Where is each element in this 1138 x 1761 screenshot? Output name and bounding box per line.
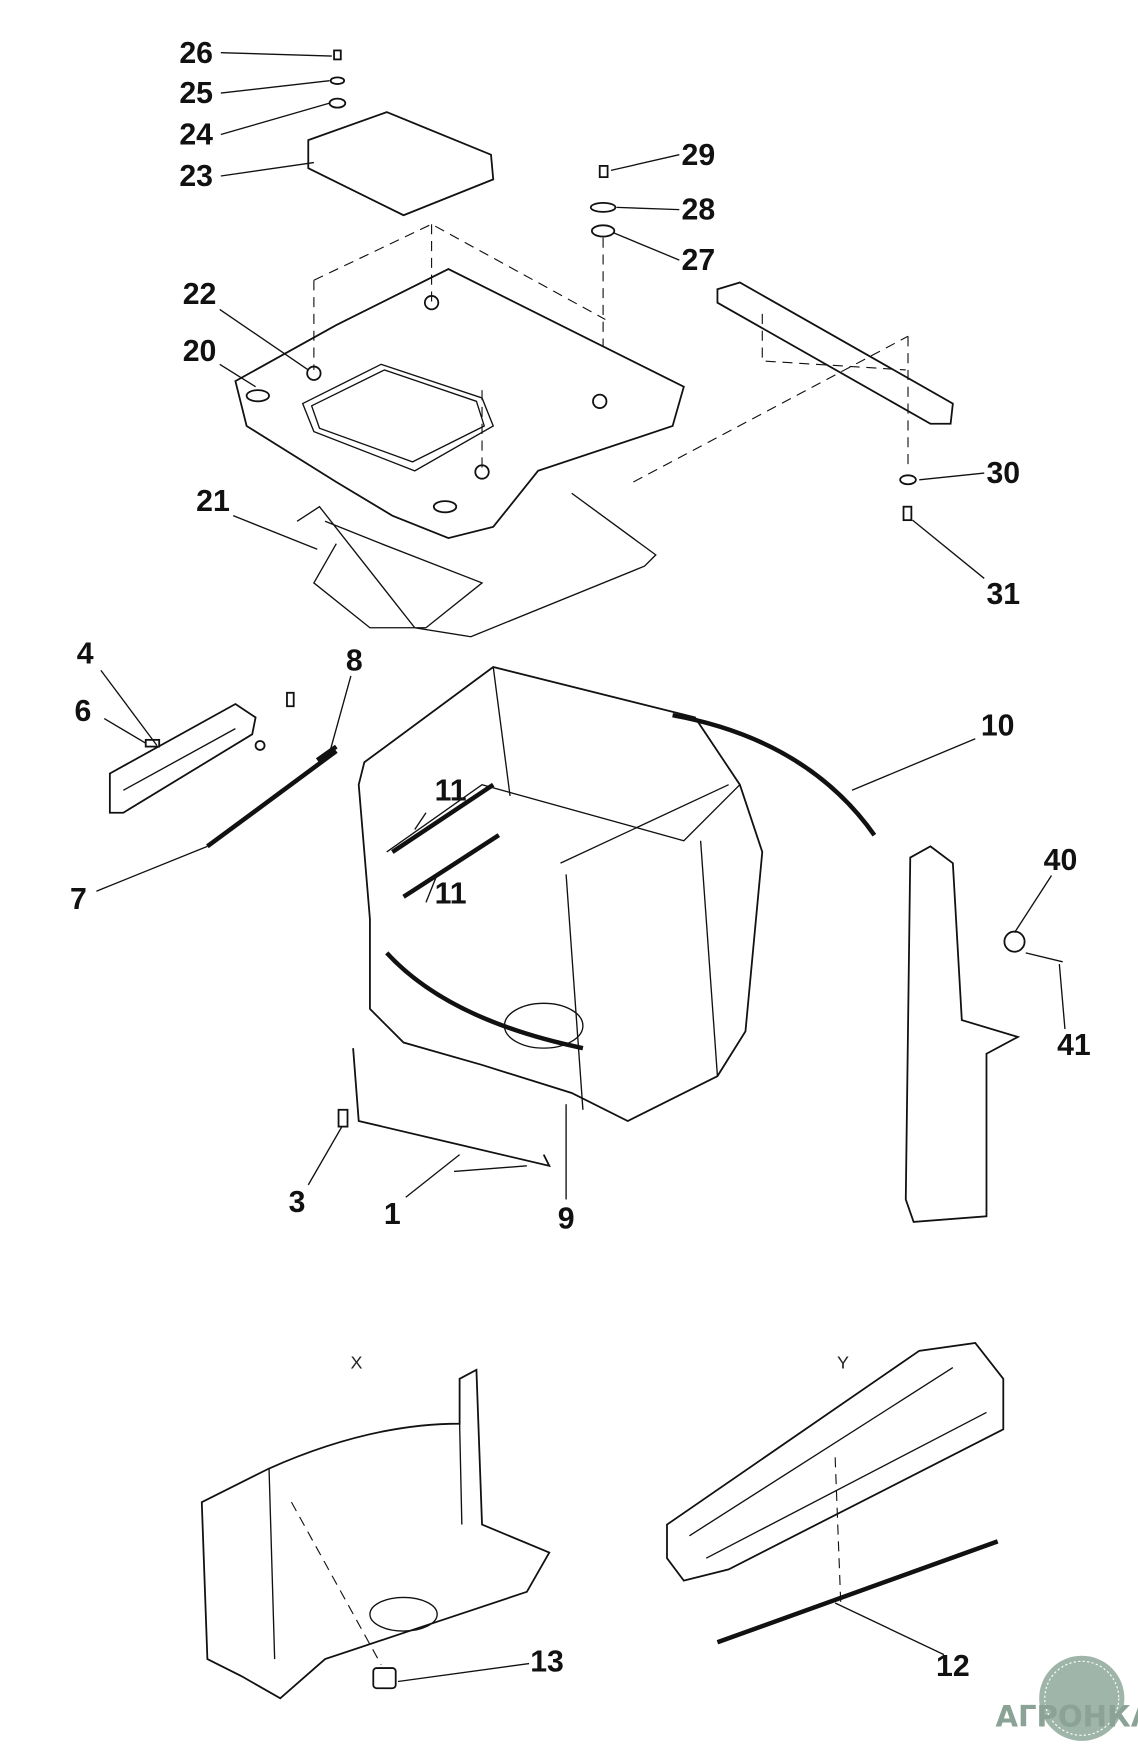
fastener-stack-29-27 bbox=[589, 165, 617, 398]
bolt-31 bbox=[902, 505, 913, 522]
view-label-x: X bbox=[350, 1353, 362, 1373]
cab-frame-9 bbox=[337, 666, 877, 1173]
callout-30: 30 bbox=[986, 457, 1020, 490]
leader-lines bbox=[96, 52, 1066, 1200]
washer-30 bbox=[899, 474, 917, 486]
callout-26: 26 bbox=[179, 37, 213, 70]
callout-40: 40 bbox=[1044, 844, 1078, 877]
callout-23: 23 bbox=[179, 160, 213, 193]
cover-plate-23 bbox=[307, 111, 495, 217]
callout-6: 6 bbox=[75, 695, 92, 728]
callout-24: 24 bbox=[179, 119, 213, 152]
rear-pillar bbox=[904, 845, 1021, 1223]
callout-28: 28 bbox=[682, 194, 716, 227]
callout-41: 41 bbox=[1057, 1029, 1091, 1062]
fastener-stack-26-24 bbox=[328, 49, 347, 109]
callout-4: 4 bbox=[77, 638, 94, 671]
callout-22: 22 bbox=[183, 278, 217, 311]
agronka-logo: АГРОНКА bbox=[995, 1655, 1138, 1741]
callout-10: 10 bbox=[981, 709, 1015, 742]
callout-1: 1 bbox=[384, 1198, 401, 1231]
rear-beam bbox=[716, 281, 954, 425]
callout-12: 12 bbox=[936, 1650, 970, 1683]
callout-labels: 26 25 24 23 29 28 27 22 20 21 30 31 4 6 … bbox=[70, 37, 1091, 1683]
gasket-21 bbox=[296, 492, 657, 638]
clip-40 bbox=[1003, 930, 1026, 953]
callout-9: 9 bbox=[558, 1203, 575, 1236]
bumper-13 bbox=[372, 1667, 397, 1690]
callout-7: 7 bbox=[70, 883, 87, 916]
callout-8: 8 bbox=[346, 644, 363, 677]
callout-29: 29 bbox=[682, 139, 716, 172]
callout-27: 27 bbox=[682, 244, 716, 277]
logo-text: АГРОНКА bbox=[995, 1699, 1138, 1733]
roof-panel-20 bbox=[234, 223, 685, 540]
callout-3: 3 bbox=[289, 1186, 306, 1219]
detail-view-y bbox=[666, 1341, 1005, 1656]
detail-view-x bbox=[200, 1368, 551, 1700]
callout-25: 25 bbox=[179, 77, 213, 110]
callout-31: 31 bbox=[986, 578, 1020, 611]
callout-20: 20 bbox=[183, 335, 217, 368]
callout-21: 21 bbox=[196, 485, 230, 518]
callout-13: 13 bbox=[530, 1645, 564, 1678]
view-label-y: Y bbox=[837, 1353, 849, 1373]
callout-11-lower: 11 bbox=[435, 878, 467, 911]
callout-11-upper: 11 bbox=[435, 774, 467, 807]
